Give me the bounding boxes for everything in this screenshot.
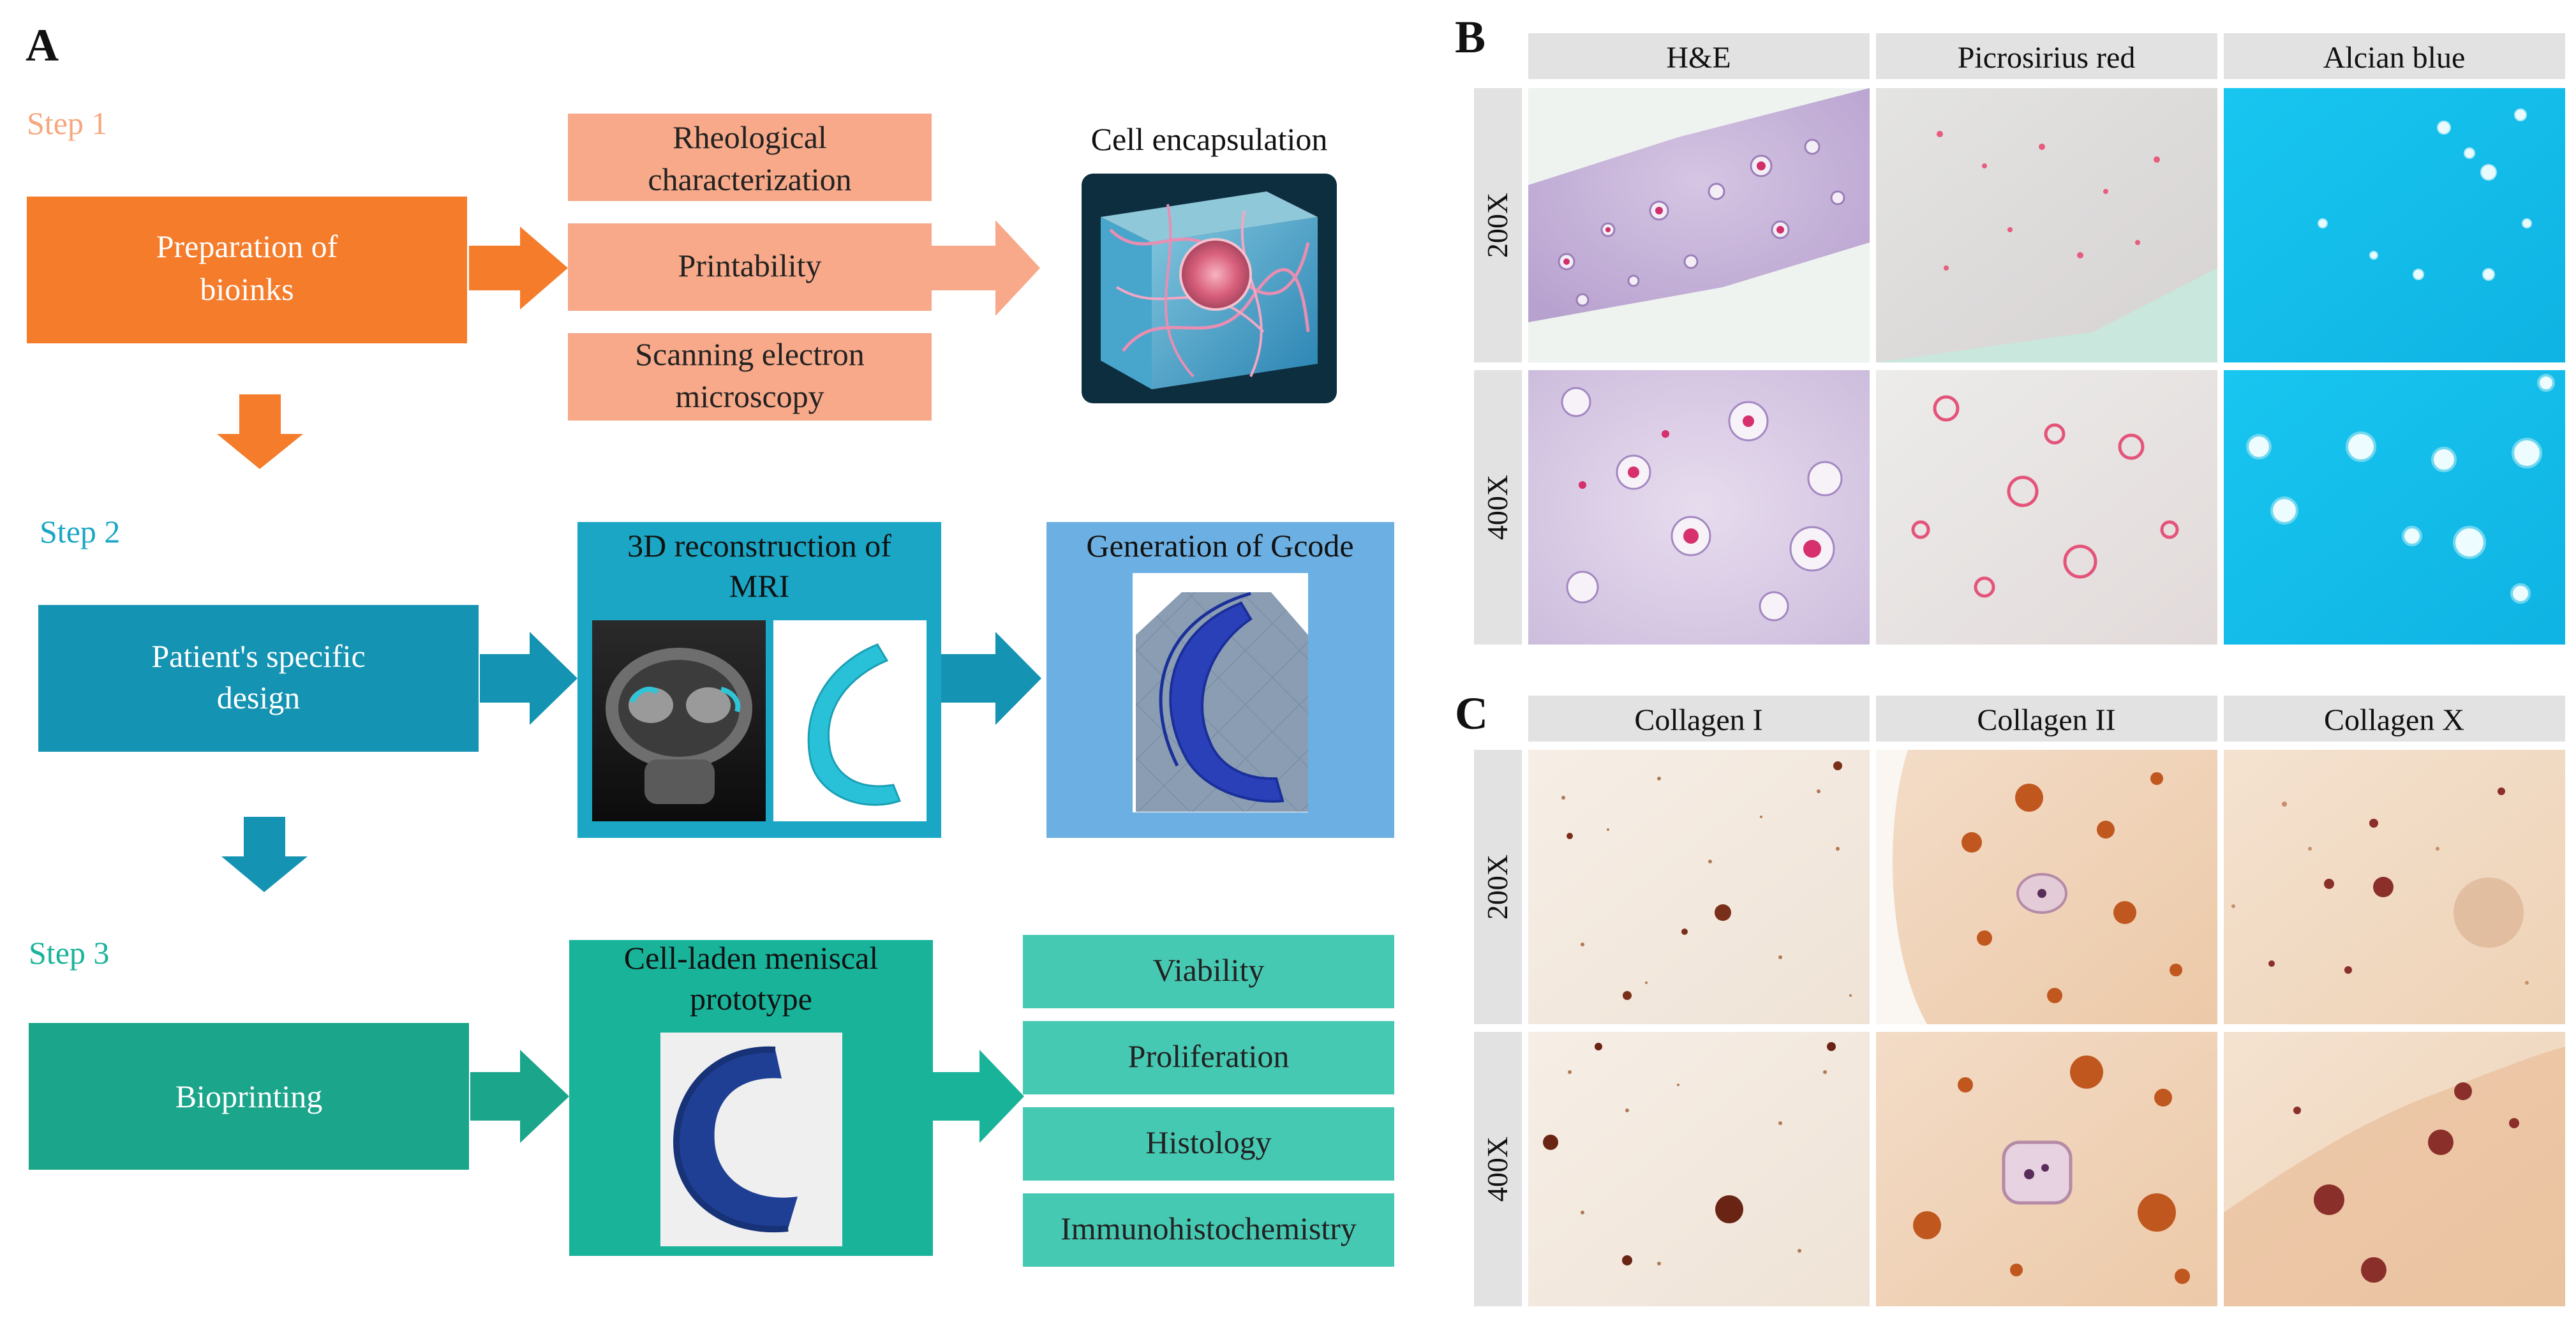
micrograph-he-200x bbox=[1528, 88, 1870, 362]
micrograph-collagen-i-200x bbox=[1528, 750, 1870, 1024]
b-row-header-400x bbox=[1474, 370, 1522, 645]
c-row-200x-label: 200X bbox=[1481, 854, 1514, 920]
outcome-box-histology bbox=[1023, 1107, 1394, 1181]
outcome-ihc-label: Immunohistochemistry bbox=[1061, 1211, 1357, 1246]
gcode-preview-image bbox=[1133, 573, 1308, 812]
printability-box bbox=[568, 223, 932, 311]
rheology-line1: Rheological bbox=[673, 119, 827, 155]
micrograph-collagen-x-400x bbox=[2224, 1032, 2565, 1306]
outcome-proliferation-label: Proliferation bbox=[1128, 1038, 1290, 1074]
printability-label: Printability bbox=[678, 248, 822, 283]
c-col-header-col1 bbox=[1528, 696, 1870, 742]
panel-a-letter: A bbox=[26, 20, 59, 71]
micrograph-alcian-400x bbox=[2224, 370, 2565, 645]
outcome-viability-label: Viability bbox=[1153, 952, 1265, 988]
step-2-label: Step 2 bbox=[40, 514, 120, 549]
meniscal-prototype-image bbox=[660, 1033, 842, 1246]
micrograph-collagen-i-400x bbox=[1528, 1032, 1870, 1306]
b-col-header-he bbox=[1528, 33, 1870, 79]
c-col-header-col2 bbox=[1876, 696, 2217, 742]
patient-design-box bbox=[38, 605, 479, 752]
outcome-box-ihc bbox=[1023, 1193, 1394, 1267]
c-row-header-400x bbox=[1474, 1032, 1522, 1306]
bioprinting-label: Bioprinting bbox=[175, 1078, 323, 1114]
c-col-header-col1-label: Collagen I bbox=[1634, 703, 1762, 737]
c-row-400x-label: 400X bbox=[1481, 1137, 1514, 1202]
step-1-label: Step 1 bbox=[27, 105, 107, 141]
arrow-right-icon bbox=[469, 227, 568, 310]
b-row-200x-label: 200X bbox=[1481, 193, 1514, 258]
step-3-label: Step 3 bbox=[29, 935, 109, 971]
outcome-box-viability bbox=[1023, 935, 1394, 1008]
mri-scan-image bbox=[592, 620, 766, 821]
cell-encapsulation-label: Cell encapsulation bbox=[1091, 121, 1328, 157]
b-col-header-picrosirius-label: Picrosirius red bbox=[1958, 41, 2136, 75]
arrow-down-icon bbox=[217, 394, 303, 469]
sem-box bbox=[568, 333, 932, 421]
patient-design-line2: design bbox=[217, 680, 301, 715]
gcode-title: Generation of Gcode bbox=[1086, 528, 1353, 563]
b-col-header-picrosirius bbox=[1876, 33, 2217, 79]
mri-title-line2: MRI bbox=[729, 568, 789, 604]
panel-c-letter: C bbox=[1455, 688, 1488, 739]
c-row-header-200x bbox=[1474, 750, 1522, 1024]
patient-design-line1: Patient's specific bbox=[151, 638, 365, 674]
micrograph-collagen-x-200x bbox=[2224, 750, 2565, 1024]
arrow-right-icon bbox=[470, 1050, 569, 1143]
prototype-title-line2: prototype bbox=[690, 981, 812, 1017]
bioprinting-box bbox=[29, 1023, 469, 1170]
b-col-header-alcian-label: Alcian blue bbox=[2323, 41, 2466, 75]
sem-line2: microscopy bbox=[675, 378, 824, 414]
prep-bioinks-line1: Preparation of bbox=[156, 228, 338, 264]
sem-line1: Scanning electron bbox=[635, 336, 865, 372]
arrow-down-icon bbox=[221, 817, 308, 892]
mri-title-line1: 3D reconstruction of bbox=[627, 528, 891, 563]
c-col-header-col2-label: Collagen II bbox=[1977, 703, 2115, 737]
micrograph-picrosirius-200x bbox=[1876, 88, 2217, 362]
micrograph-collagen-ii-400x bbox=[1876, 1032, 2217, 1306]
b-col-header-alcian bbox=[2224, 33, 2565, 79]
rheology-box bbox=[568, 114, 932, 201]
prep-bioinks-box bbox=[27, 197, 467, 343]
micrograph-alcian-200x bbox=[2224, 88, 2565, 362]
outcome-histology-label: Histology bbox=[1145, 1124, 1271, 1160]
arrow-right-icon bbox=[480, 632, 577, 725]
cell-encapsulation-image bbox=[1082, 174, 1337, 403]
arrow-right-icon bbox=[941, 632, 1041, 725]
arrow-right-icon bbox=[932, 220, 1040, 316]
micrograph-he-400x bbox=[1528, 370, 1870, 645]
b-row-header-200x bbox=[1474, 88, 1522, 362]
rheology-line2: characterization bbox=[648, 161, 851, 197]
b-col-header-he-label: H&E bbox=[1666, 41, 1731, 75]
c-col-header-col10 bbox=[2224, 696, 2565, 742]
arrow-right-icon bbox=[933, 1050, 1024, 1143]
micrograph-picrosirius-400x bbox=[1876, 370, 2217, 645]
prototype-title-line1: Cell-laden meniscal bbox=[624, 940, 878, 976]
b-row-400x-label: 400X bbox=[1481, 475, 1514, 540]
panel-b-letter: B bbox=[1455, 11, 1485, 63]
micrograph-collagen-ii-200x bbox=[1876, 750, 2217, 1024]
prep-bioinks-line2: bioinks bbox=[200, 271, 294, 307]
outcome-box-proliferation bbox=[1023, 1021, 1394, 1094]
c-col-header-col10-label: Collagen X bbox=[2324, 703, 2464, 737]
meniscus-3d-image bbox=[773, 620, 927, 821]
